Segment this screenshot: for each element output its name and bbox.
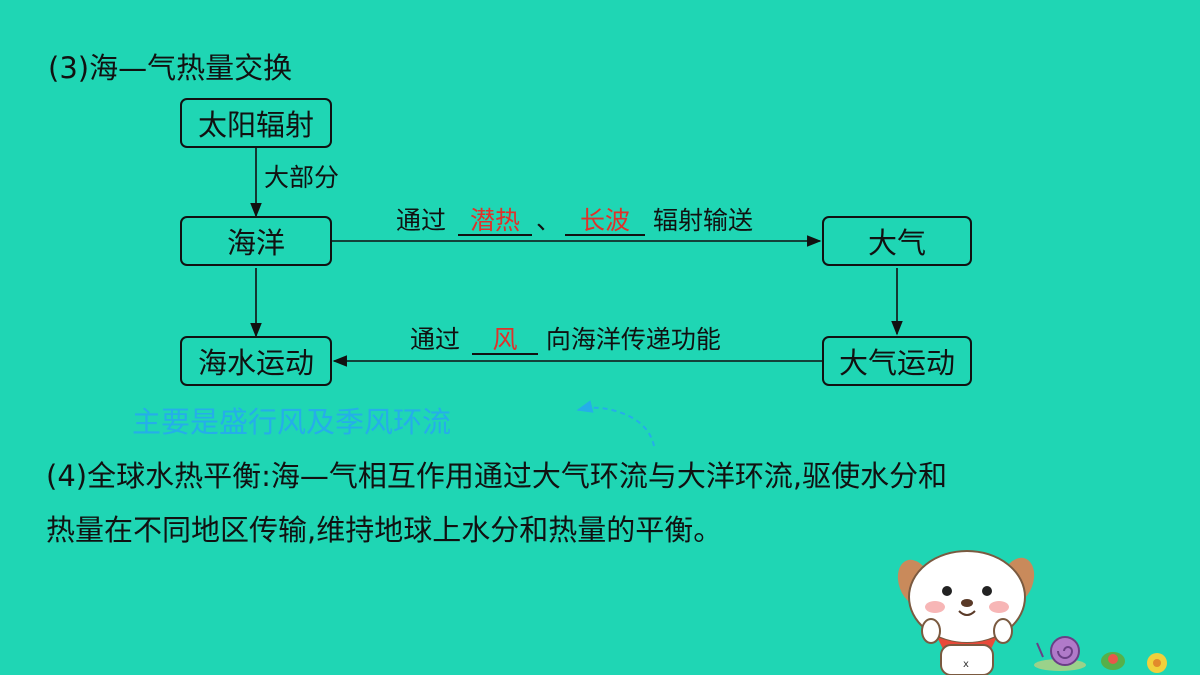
decoration-group: x: [897, 550, 1167, 675]
leaf-decoration-icon: [1101, 652, 1125, 670]
note-dashed-arrow: [576, 400, 655, 447]
answer-longwave: 长波: [564, 208, 645, 236]
text-suffix: 辐射输送: [652, 206, 753, 235]
annotation-note: 主要是盛行风及季风环流: [132, 405, 452, 439]
svg-text:x: x: [963, 659, 969, 670]
label-bottom-transfer: 通过 风 向海洋传递功能: [410, 324, 721, 356]
box-label: 大气运动: [838, 346, 955, 380]
box-ocean: 海洋: [180, 216, 332, 266]
flower-icon: [1147, 653, 1167, 673]
box-atmosphere: 大气: [822, 216, 972, 266]
snail-icon: [1034, 636, 1086, 671]
text-separator: 、: [535, 206, 561, 235]
puppy-cartoon-icon: x: [897, 550, 1035, 675]
box-label: 海水运动: [197, 346, 314, 380]
box-ocean-motion: 海水运动: [180, 336, 332, 386]
label-most: 大部分: [264, 163, 340, 192]
answer-latent-heat: 潜热: [457, 208, 532, 236]
paragraph-line-1: (4)全球水热平衡:海—气相互作用通过大气环流与大洋环流,驱使水分和: [46, 459, 948, 493]
box-atmosphere-motion: 大气运动: [822, 336, 972, 386]
box-label: 大气: [867, 226, 926, 260]
text-prefix: 通过: [410, 325, 461, 354]
text-suffix: 向海洋传递功能: [545, 325, 721, 354]
box-label: 海洋: [226, 226, 285, 260]
section-heading: (3)海—气热量交换: [48, 51, 293, 85]
box-solar-radiation: 太阳辐射: [180, 98, 332, 148]
text-prefix: 通过: [396, 206, 447, 235]
label-top-transfer: 通过 潜热、长波 辐射输送: [396, 205, 753, 237]
box-label: 太阳辐射: [197, 108, 314, 142]
answer-wind: 风: [471, 327, 538, 355]
paragraph-line-2: 热量在不同地区传输,维持地球上水分和热量的平衡。: [46, 513, 723, 547]
